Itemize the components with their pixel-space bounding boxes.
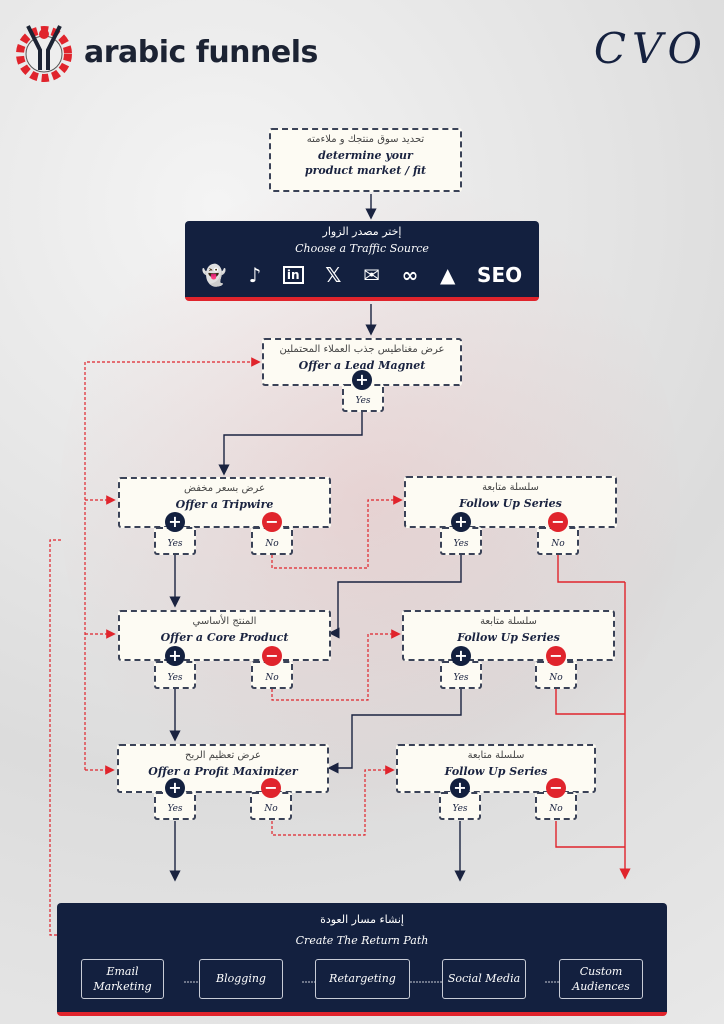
minus-icon: −: [548, 512, 568, 532]
no-fu3-path: [555, 821, 625, 848]
plus-icon: +: [165, 646, 185, 666]
step1-english-1: determine your: [318, 149, 413, 162]
fu1-arabic: سلسلة متابعة: [482, 482, 539, 493]
tripwire-arabic: عرض بسعر مخفض: [183, 483, 266, 494]
return-item-blogging[interactable]: Blogging: [199, 959, 283, 999]
arrow-fu1-core: [328, 555, 462, 639]
minus-icon: −: [546, 646, 566, 666]
lead-arabic: عرض مغناطيس جذب العملاء المحتملين: [279, 344, 445, 355]
brand-logo: arabic funnels: [12, 20, 318, 84]
minus-icon: −: [546, 778, 566, 798]
return-item-custom-audiences[interactable]: Custom Audiences: [559, 959, 643, 999]
lead-english: Offer a Lead Magnet: [298, 359, 426, 372]
step1-arabic: تحديد سوق منتجك و ملاءمته: [306, 134, 425, 145]
core-arabic: المنتج الأساسي: [192, 616, 257, 627]
plus-icon: +: [165, 512, 185, 532]
return-feedback-lead: [84, 357, 261, 770]
plus-icon: +: [450, 778, 470, 798]
return-connectors: [184, 981, 559, 983]
plus-icon: +: [451, 512, 471, 532]
cvo-title: CVO: [593, 24, 708, 73]
fu1-english: Follow Up Series: [459, 497, 562, 510]
profit-maximizer-box: عرض تعظيم الربح Offer a Profit Maximizer: [117, 744, 329, 793]
return-item-email-marketing[interactable]: Email Marketing: [81, 959, 164, 999]
minus-icon: −: [261, 778, 281, 798]
arrow-lead-tripwire: [218, 410, 363, 476]
plus-icon: +: [165, 778, 185, 798]
minus-icon: −: [262, 512, 282, 532]
no-fu2-path: [555, 689, 625, 715]
tripwire-box: عرض بسعر مخفض Offer a Tripwire: [118, 477, 331, 528]
gear-funnel-icon: [16, 25, 72, 82]
no-core-path: [271, 629, 401, 701]
arrow-fu2-profit: [327, 689, 462, 774]
no-fu1-path: [557, 555, 625, 583]
return-item-social-media[interactable]: Social Media: [442, 959, 526, 999]
fu3-arabic: سلسلة متابعة: [467, 750, 525, 761]
core-yes[interactable]: Yes: [154, 661, 196, 689]
plus-icon: +: [451, 646, 471, 666]
fu2-english: Follow Up Series: [457, 631, 560, 644]
return-feedback-main: [49, 539, 62, 936]
no-tripwire-path: [271, 495, 403, 569]
step1-english-2: product market / fit: [304, 164, 427, 177]
linkedin-icon: in: [282, 266, 304, 284]
traffic-english: Choose a Traffic Source: [295, 242, 429, 255]
return-arabic: إنشاء مسار العودة: [320, 913, 404, 926]
plus-icon: +: [352, 370, 372, 390]
no-profit-path: [271, 765, 395, 836]
profit-english: Offer a Profit Maximizer: [148, 765, 298, 778]
profit-arabic: عرض تعظيم الربح: [185, 750, 261, 761]
brand-name: arabic funnels: [84, 34, 318, 70]
snapchat-icon: 👻: [201, 263, 227, 287]
follow-up-1-box: سلسلة متابعة Follow Up Series: [404, 476, 617, 528]
google-ads-icon: ▲: [439, 263, 456, 287]
minus-icon: −: [262, 646, 282, 666]
core-english: Offer a Core Product: [160, 631, 289, 644]
seo-icon: SEO: [477, 263, 523, 287]
x-icon: 𝕏: [325, 263, 342, 287]
traffic-source-panel: إختر مصدر الزوار Choose a Traffic Source…: [185, 221, 539, 301]
fu2-arabic: سلسلة متابعة: [480, 616, 537, 627]
meta-icon: ∞: [401, 263, 419, 287]
follow-up-2-box: سلسلة متابعة Follow Up Series: [402, 610, 615, 661]
tripwire-english: Offer a Tripwire: [175, 498, 274, 511]
follow-up-3-box: سلسلة متابعة Follow Up Series: [396, 744, 596, 793]
fu3-english: Follow Up Series: [444, 765, 548, 778]
return-item-retargeting[interactable]: Retargeting: [315, 959, 410, 999]
return-english: Create The Return Path: [295, 934, 429, 947]
tiktok-icon: ♪: [248, 263, 262, 287]
core-product-box: المنتج الأساسي Offer a Core Product: [118, 610, 331, 661]
return-path-panel: إنشاء مسار العودة Create The Return Path…: [57, 903, 667, 1016]
step-product-market-fit: تحديد سوق منتجك و ملاءمته determine your…: [269, 128, 462, 192]
traffic-arabic: إختر مصدر الزوار: [322, 225, 402, 238]
email-icon: ✉: [363, 263, 380, 287]
